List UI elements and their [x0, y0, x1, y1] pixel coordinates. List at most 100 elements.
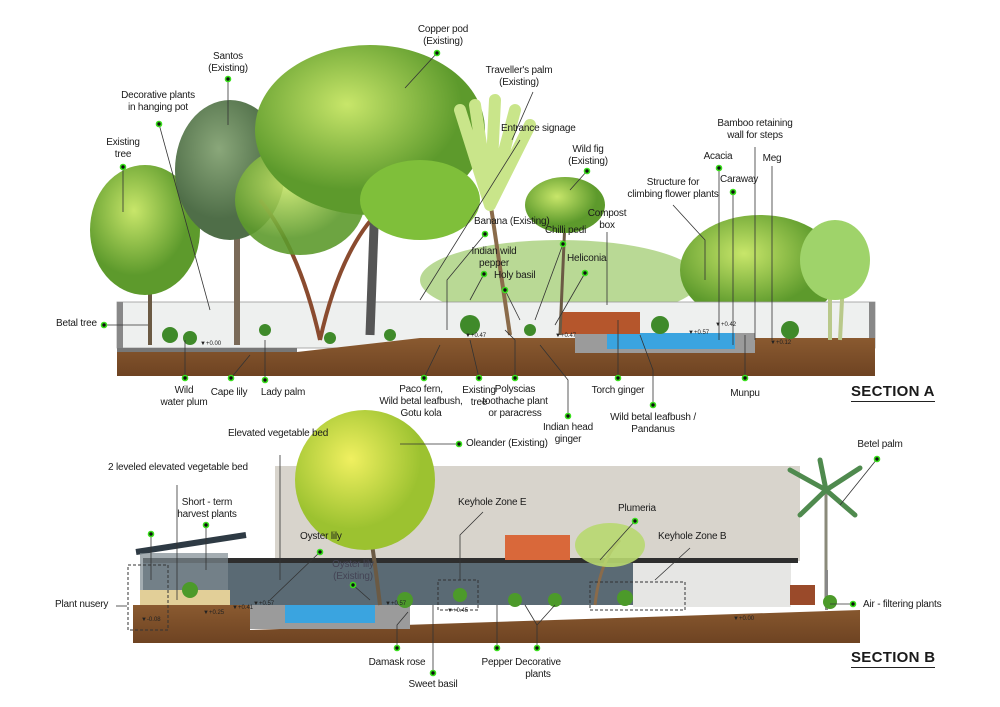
label-line: toothache plant	[482, 396, 548, 407]
section-a-title: SECTION A	[851, 383, 935, 402]
label-line: Indian head	[542, 422, 594, 433]
label-line: Decorative plants	[121, 90, 195, 101]
label-line: (Existing)	[208, 63, 248, 74]
label-banana: Banana (Existing)	[474, 216, 550, 227]
label-line: Polyscias	[494, 384, 536, 395]
label-wild-fig: Wild fig(Existing)	[568, 144, 608, 168]
label-line: (Existing)	[333, 571, 373, 582]
label-entrance-signage: Entrance signage	[501, 123, 576, 134]
label-line: Wild fig	[572, 144, 604, 155]
label-line: Compost	[587, 208, 627, 219]
label-plant-nursery: Plant nusery	[55, 599, 109, 610]
label-line: Pandanus	[631, 424, 675, 435]
label-line: box	[599, 220, 615, 231]
section-b-drawing	[127, 410, 863, 643]
label-line: Copper pod	[417, 24, 469, 35]
label-line: Bamboo retaining	[717, 118, 793, 129]
label-chilli-pedi: Chilli pedi	[545, 225, 587, 236]
level-marker: ▼+0.00	[733, 616, 755, 622]
level-marker: ▼+0.57	[688, 330, 710, 336]
label-copper-pod: Copper pod(Existing)	[418, 24, 468, 48]
label-air-filtering-plants: Air - filtering plants	[863, 599, 942, 610]
label-acacia: Acacia	[703, 151, 733, 162]
leader-lines	[104, 52, 878, 673]
label-line: Wild betal leafbush,	[379, 396, 463, 407]
label-line: (Existing)	[499, 77, 539, 88]
level-marker: ▼+0.42	[715, 322, 737, 328]
label-line: in hanging pot	[127, 102, 189, 113]
label-travellers-palm: Traveller's palm(Existing)	[486, 65, 553, 89]
label-line: Existing	[106, 137, 140, 148]
label-line: Short - term	[181, 497, 233, 508]
level-marker: ▼+0.00	[200, 341, 222, 347]
label-line: Indian wild	[471, 246, 517, 257]
label-holy-basil: Holy basil	[494, 270, 536, 281]
label-santos: Santos(Existing)	[208, 51, 248, 75]
level-marker: ▼-0.08	[141, 617, 161, 623]
label-line: wall for steps	[727, 130, 783, 141]
label-damask-rose: Damask rose	[368, 657, 426, 668]
level-marker: ▼+0.57	[253, 601, 275, 607]
label-keyhole-zone-e: Keyhole Zone E	[458, 497, 527, 508]
label-meg: Meg	[762, 153, 782, 164]
level-marker: ▼+0.45	[447, 608, 469, 614]
label-line: Wild betal leafbush /	[610, 412, 696, 423]
section-b-title: SECTION B	[851, 649, 936, 668]
level-marker: ▼+0.12	[770, 340, 792, 346]
label-betal-tree: Betal tree	[56, 318, 97, 329]
label-elevated-vegetable-bed: Elevated vegetable bed	[228, 428, 329, 439]
label-paco-fern: Paco fern,Wild betal leafbush,Gotu kola	[379, 384, 462, 420]
label-two-level-bed: 2 leveled elevated vegetable bed	[108, 462, 248, 473]
marker-dots	[100, 49, 881, 677]
label-line: ginger	[554, 434, 582, 445]
label-caraway: Caraway	[720, 174, 759, 185]
label-oleander: Oleander (Existing)	[466, 438, 548, 449]
label-line: Oyster lily	[332, 559, 374, 570]
level-marker: ▼+0.47	[465, 333, 487, 339]
level-marker: ▼+0.47	[555, 333, 577, 339]
label-line: Paco fern,	[399, 384, 443, 395]
label-line: tree	[114, 149, 132, 160]
label-torch-ginger: Torch ginger	[591, 385, 645, 396]
level-marker: ▼+0.25	[203, 610, 225, 616]
label-plumeria: Plumeria	[618, 503, 656, 514]
label-line: (Existing)	[568, 156, 608, 167]
label-heliconia: Heliconia	[567, 253, 607, 264]
label-wild-betal-pandanus: Wild betal leafbush /Pandanus	[610, 412, 696, 436]
label-line: (Existing)	[423, 36, 463, 47]
label-line: plants	[525, 669, 551, 680]
label-line: Structure for	[646, 177, 700, 188]
label-lady-palm: Lady palm	[260, 387, 306, 398]
label-cape-lily: Cape lily	[210, 387, 248, 398]
label-betel-palm: Betel palm	[857, 439, 903, 450]
label-line: Santos	[213, 51, 243, 62]
label-line: water plum	[160, 397, 208, 408]
level-marker: ▼+0.57	[385, 601, 407, 607]
label-line: climbing flower plants	[627, 189, 719, 200]
label-line: Decorative	[515, 657, 561, 668]
label-keyhole-zone-b: Keyhole Zone B	[658, 531, 727, 542]
label-line: Wild	[174, 385, 194, 396]
section-a-drawing	[90, 45, 876, 376]
label-pepper: Pepper	[481, 657, 513, 668]
label-oyster-lily-existing: Oyster lily(Existing)	[332, 559, 374, 583]
label-munpu: Munpu	[730, 388, 760, 399]
label-line: tree	[470, 397, 488, 408]
label-sweet-basil: Sweet basil	[408, 679, 458, 690]
label-line: harvest plants	[177, 509, 237, 520]
label-line: or paracress	[488, 408, 542, 419]
label-line: pepper	[479, 258, 509, 269]
